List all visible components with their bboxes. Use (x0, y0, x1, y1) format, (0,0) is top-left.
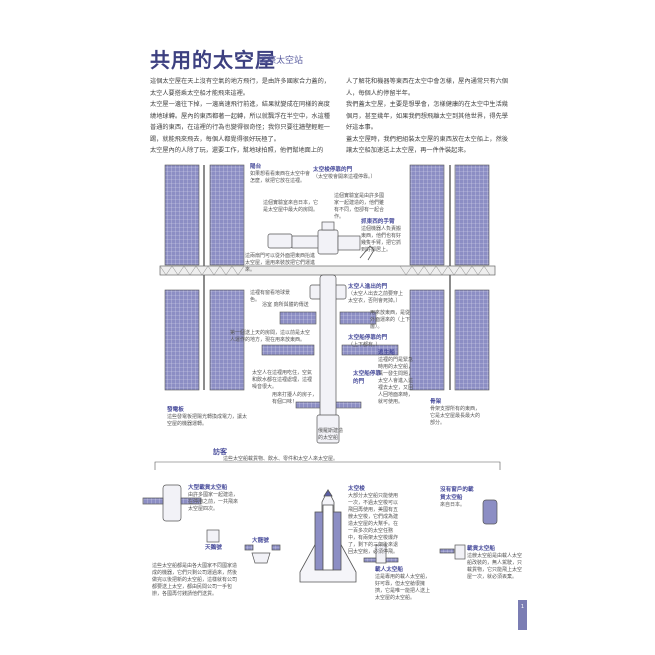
label-title: 逃生船 (378, 350, 395, 356)
label-storage: 用來放東西，是從外面運來的（上下層）。 (370, 310, 410, 331)
label-desc: 這裡有窗看地球景色。 (250, 290, 291, 303)
space-shuttle (299, 489, 357, 583)
label-windowless-cargo: 沒有窗戶的載貨太空船來自日本。 (440, 486, 478, 509)
paragraph: 這個太空屋在天上沒有空氣的地方飛行，是由許多國家合力蓋的，太空人要搭乘太空船才能… (150, 78, 330, 97)
label-crew-craft: 載人太空船這是專用的載人太空船，好可靠，但太空艙很擁擠，它是唯一能把人送上太空屋… (375, 566, 433, 602)
label-cargo-craft: 載貨太空船這艘太空船是由載人太空船改裝的，無人駕駛，只載貨物，它只能飛上太空屋一… (453, 545, 522, 581)
label-robot-arm: 抓東西的手臂這個機器人負責搬東西，他們也有好幾隻手臂，把它抓到好鄰居上。 (361, 218, 401, 254)
label-desc: 浴室 廁所與體的傳送 (262, 302, 309, 308)
solar-panel (164, 164, 200, 266)
label-title: 天鵝號 (205, 545, 222, 551)
label-desc: （上下都有。） (348, 342, 381, 348)
label-japan-lab: 這個實驗室來自日本，它是太空屋中最大的房間。 (263, 200, 318, 214)
label-title: 太空梭 (348, 486, 365, 492)
label-title: 陽台 (250, 164, 262, 170)
paragraph: 人了解花和機器等東西在太空中會怎樣，屋內通常只有六個人，每個人約停留半年。 (346, 78, 508, 97)
label-balcony: 陽台如果想看看東西在太空中會怎麼，就把它放在這裡。 (250, 163, 312, 185)
label-desc: 來自日本。 (440, 502, 466, 508)
label-title: 訪客 (213, 448, 227, 456)
label-title: 沒有窗戶的載貨太空船 (440, 487, 474, 501)
paragraph: 太空屋內的人除了玩，還要工作，幫地球拍照，他們幫地面上的 (150, 147, 324, 154)
label-desc: 這個實驗室來自日本，它是太空屋中最大的房間。 (263, 200, 319, 213)
label-desc: 這是專用的載人太空船，好可靠，但太空艙很擁擠，它是唯一能把人送上太空屋的太空船。 (375, 574, 431, 601)
solar-panel (409, 164, 445, 266)
label-desc: 這些發電板把陽光轉換成電力，讓太空屋的機器運轉。 (167, 414, 248, 427)
label-title: 發電板 (167, 407, 184, 413)
label-window: 這裡有窗看地球景色。 (250, 290, 290, 304)
label-rooms: 用來打擾人的房子，有個口味！ (272, 392, 317, 406)
label-solar-panels: 發電板這些發電板把陽光轉換成電力，讓太空屋的機器運轉。 (167, 406, 247, 428)
label-desc: 用來放東西，是從外面運來的（上下層）。 (370, 310, 411, 330)
label-craft-dock-2: 太空船停靠的門 (353, 370, 383, 386)
solar-panels (164, 164, 490, 409)
solar-panel (209, 164, 245, 266)
page-number-tab: 1 (518, 600, 527, 630)
label-airlock: 太空人進出的門（太空人出去之前要穿上太空衣，否則會死掉。） (348, 283, 406, 305)
label-title: 大型載貨太空船 (188, 485, 228, 491)
label-cygnus: 天鵝號 (205, 544, 235, 552)
label-desc: （太空人出去之前要穿上太空衣，否則會死掉。） (348, 291, 404, 304)
label-desc: （太空梭會開來這裡停靠。） (313, 174, 376, 180)
label-desc: 由許多國家一起建造，在停用之前，一共飛來太空屋四次。 (188, 492, 239, 512)
label-escape-craft: 逃生船這裡的門是緊急時用的太空船，萬一發生問題，太空人會進入這裡去太空，又回人回… (378, 349, 414, 406)
station-modules (267, 221, 361, 444)
label-title: 太空船停靠的門 (348, 335, 388, 341)
label-title: 太空梭停靠的門 (313, 167, 353, 173)
paragraph: 太空屋一邊往下掉，一邊高速飛行前進，結果就變成在同樣的高度繞地球轉。屋內的東西都… (150, 101, 330, 143)
label-desc: 這個機器人負責搬東西，他們也有好幾隻手臂，把它抓到好鄰居上。 (361, 226, 402, 253)
label-private-craft: 這些太空船都是由各大國家不同國家造成的機器，它們只剩公司運過來，然後做完以後把新… (152, 563, 237, 598)
visiting-spacecraft (142, 484, 498, 564)
label-title: 載人太空船 (375, 567, 403, 573)
page-title: 共用的太空屋 (150, 48, 276, 72)
label-shuttle-dock: 太空梭停靠的門（太空梭會開來這裡停靠。） (313, 166, 393, 181)
paragraph: 蓋太空屋時，我們把組裝太空屋的東西放在太空船上，然後讓太空船加速送上太空屋，再一… (346, 135, 508, 155)
solar-panel (454, 289, 490, 391)
label-desc: 這兩扇門可以從外面把東西抬進太空屋，還用來裝放把它們運進來。 (245, 253, 316, 273)
label-shuttle: 太空梭大部分太空船只能使用一次，不過太空梭可以飛回再使用，美國有五艘太空梭，它們… (348, 485, 400, 556)
label-desc: 用來打擾人的房子，有個口味！ (272, 392, 318, 405)
label-desc: 第一個送上天的房間，這以前是太空人運作的地方，現在用來放東西。 (230, 330, 311, 343)
solar-panel (164, 289, 200, 391)
label-desc: 如果想看看東西在太空中會怎麼，就把它放在這裡。 (250, 171, 311, 184)
solar-panel (409, 289, 445, 391)
label-russian-craft: 俄羅斯建造的太空船 (318, 428, 346, 442)
panel-masts (203, 165, 451, 390)
page-subtitle: 國際太空站 (258, 56, 304, 66)
label-desc: 骨架支撐所有的東西，它是太空屋最長最大的部分。 (430, 406, 481, 426)
label-desc: 這個實驗室是由許多國家一起建造的，他們雖有不同，但卻有一起合作。 (334, 193, 385, 220)
label-title: 抓東西的手臂 (361, 219, 395, 225)
label-craft-dock: 太空船停靠的門（上下都有。） (348, 334, 398, 349)
label-title: 太空船停靠的門 (353, 371, 381, 385)
label-desc: 這些太空船都是由各大國家不同國家造成的機器，它們只剩公司運過來，然後做完以後把新… (152, 563, 238, 597)
robotic-arm (359, 245, 375, 261)
paragraph: 我們蓋太空屋，主要是想學會，怎樣健康的在太空中生活幾個月，甚至幾年，如果我們想飛… (346, 101, 508, 131)
label-title: 載貨太空船 (467, 546, 495, 552)
body-right-column: 人了解花和機器等東西在太空中會怎樣，屋內通常只有六個人，每個人約停留半年。 我們… (346, 76, 508, 157)
label-living-module: 太空人在這裡用吃住，空氣和飲水都在這裡處理，這裡噪音很大。 (252, 370, 312, 391)
label-desc: 這些太空船載貨物、飲水、零件和太空人來太空屋。 (223, 456, 339, 462)
label-first-module: 第一個送上天的房間，這以前是太空人運作的地方，現在用來放東西。 (230, 330, 312, 344)
label-visitors: 訪客這些太空船載貨物、飲水、零件和太空人來太空屋。 (213, 448, 393, 463)
label-desc: 這艘太空船是由載人太空船改裝的，無人駕駛，只載貨物，它只能飛上太空屋一次，就必須… (467, 553, 523, 580)
label-desc: 這裡的門是緊急時用的太空船，萬一發生問題，太空人會進入這裡去太空，又回人回地面來… (378, 357, 414, 405)
label-title: 骨架 (430, 399, 442, 405)
solar-panel (209, 289, 245, 391)
body-left-column: 這個太空屋在天上沒有空氣的地方飛行，是由許多國家合力蓋的，太空人要搭乘太空船才能… (150, 76, 330, 157)
label-bathroom: 浴室 廁所與體的傳送 (262, 302, 312, 309)
solar-panel (454, 164, 490, 266)
label-dragon: 大龍號 (252, 537, 282, 545)
label-hatches: 這兩扇門可以從外面把東西抬進太空屋，還用來裝放把它們運進來。 (245, 253, 315, 274)
label-desc: 太空人在這裡用吃住，空氣和飲水都在這裡處理，這裡噪音很大。 (252, 370, 313, 390)
label-truss: 骨架骨架支撐所有的東西，它是太空屋最長最大的部分。 (430, 398, 480, 427)
label-title: 太空人進出的門 (348, 284, 388, 290)
label-large-cargo: 大型載貨太空船由許多國家一起建造，在停用之前，一共飛來太空屋四次。 (188, 484, 240, 513)
visitors-bracket (154, 461, 501, 470)
label-desc: 大部分太空船只能使用一次，不過太空梭可以飛回再使用，美國有五艘太空梭，它們成為建… (348, 493, 399, 555)
label-joint-lab: 這個實驗室是由許多國家一起建造的，他們雖有不同，但卻有一起合作。 (334, 193, 386, 221)
label-title: 大龍號 (252, 538, 269, 544)
label-desc: 俄羅斯建造的太空船 (318, 428, 344, 441)
